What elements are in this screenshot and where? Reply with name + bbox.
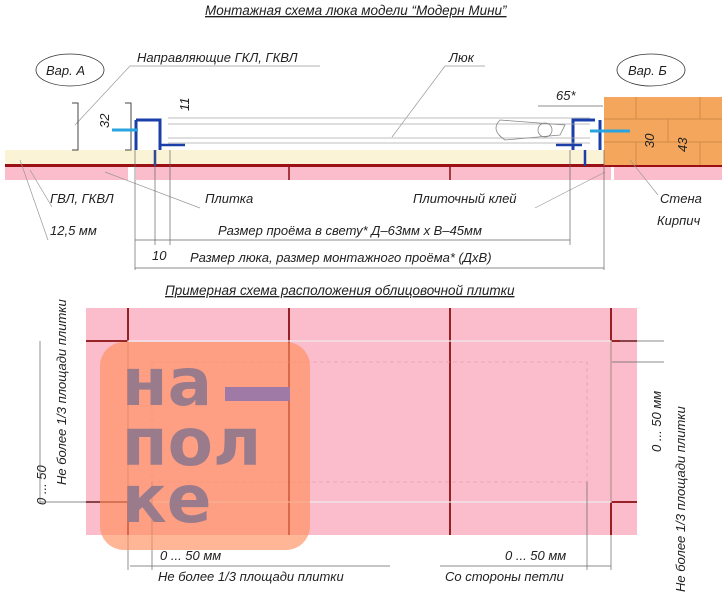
bottom-right-note: Со стороны петли — [445, 569, 564, 584]
svg-text:пол: пол — [122, 404, 261, 481]
tile-glue-line — [5, 164, 722, 167]
hatch-label: Люк — [448, 50, 475, 65]
dim-10: 10 — [152, 248, 167, 263]
svg-text:на: на — [122, 344, 212, 421]
tile — [614, 167, 722, 180]
watermark-logo: на пол ке — [100, 342, 310, 550]
svg-text:ке: ке — [122, 461, 212, 538]
variant-a-ellipse — [35, 53, 105, 87]
right-note: Не более 1/3 площади плитки — [673, 406, 688, 592]
hatch-size-label: Размер люка, размер монтажного проёма* (… — [190, 250, 492, 265]
tile-label: Плитка — [205, 191, 253, 206]
left-note: Не более 1/3 площади плитки — [54, 299, 69, 485]
dim-32: 32 — [97, 113, 112, 128]
guide-profile — [72, 102, 132, 151]
section-view: Вар. А Вар. Б Направляющие ГКЛ, ГКВЛ Люк — [5, 50, 722, 270]
hatch-frame — [112, 117, 630, 166]
variant-b-ellipse — [616, 53, 686, 87]
thickness-label: 12,5 мм — [50, 223, 97, 238]
bottom-left-note: Не более 1/3 площади плитки — [158, 569, 344, 584]
guides-label: Направляющие ГКЛ, ГКВЛ — [137, 50, 298, 65]
tile — [136, 167, 611, 180]
right-range: 0 ... 50 мм — [649, 391, 664, 452]
board-label: ГВЛ, ГКВЛ — [50, 191, 114, 206]
bottom-right-range: 0 ... 50 мм — [505, 548, 566, 563]
dim-43: 43 — [675, 137, 690, 152]
clear-opening-label: Размер проёма в свету* Д–63мм х В–45мм — [218, 223, 482, 238]
tile — [5, 167, 128, 180]
wall-label: Стена — [660, 191, 702, 206]
dim-65: 65* — [556, 88, 576, 103]
brick-label: Кирпич — [657, 213, 701, 228]
variant-b-label: Вар. Б — [628, 63, 667, 78]
diagram-title: Монтажная схема люка модели “Модерн Мини… — [205, 3, 507, 18]
bottom-left-range: 0 ... 50 мм — [160, 548, 221, 563]
tile-layout-title: Примерная схема расположения облицовочно… — [165, 283, 515, 298]
left-range: 0 ... 50 — [34, 464, 49, 505]
dim-30: 30 — [642, 133, 657, 148]
glue-label: Плиточный клей — [413, 191, 517, 206]
variant-a-label: Вар. А — [46, 63, 85, 78]
dim-11: 11 — [177, 98, 192, 112]
gypsum-board — [5, 150, 612, 165]
